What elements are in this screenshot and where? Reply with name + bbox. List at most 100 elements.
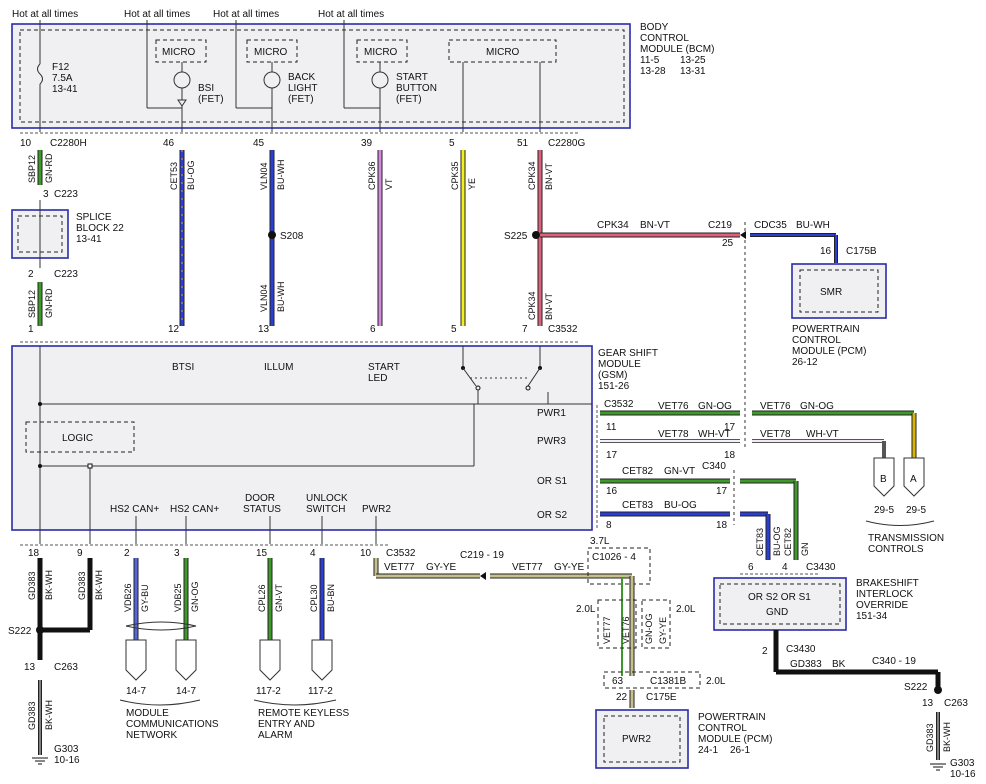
wire-circuit-label: CET82 <box>622 466 654 477</box>
pin-label: 5 <box>451 324 457 335</box>
rke-title: REMOTE KEYLESS <box>258 708 349 719</box>
gsm-label-switch: SWITCH <box>306 504 345 515</box>
wire-circuit-label: VET78 <box>760 429 791 440</box>
splice-s225-label: S225 <box>504 231 528 242</box>
wire-color-label: WH-VT <box>806 429 839 440</box>
pin-label: 39 <box>361 138 373 149</box>
pin-label: 2 <box>124 548 130 559</box>
network-connector-icon <box>125 639 147 681</box>
gsm-label-ors1: OR S1 <box>537 476 567 487</box>
twisted-pair-icon <box>125 621 197 631</box>
splice-s208-label: S208 <box>280 231 304 242</box>
bcm-ref: 13-31 <box>680 66 706 77</box>
connector-b-label: B <box>880 474 887 485</box>
micro-label-4: MICRO <box>486 47 520 58</box>
connector-label: C340 - 19 <box>872 656 916 667</box>
wire-pwr1: C3532 11 VET76 GN-OG 17 VET76 GN-OG <box>600 399 917 458</box>
connector-label: C175E <box>646 692 677 703</box>
bcm-title-3: MODULE (BCM) <box>640 44 714 55</box>
micro-box-3 <box>356 39 408 63</box>
brakeshift-box-line: GND <box>766 607 788 618</box>
fet-icon <box>147 62 191 132</box>
wire-circuit-label: CET82 <box>783 528 793 556</box>
pin-label: 25 <box>722 238 734 249</box>
wire-color-label: GY-YE <box>554 562 585 573</box>
pcm-ref: 26-1 <box>730 745 750 756</box>
connector-label: C2280H <box>50 138 87 149</box>
smr-title: POWERTRAIN <box>792 324 860 335</box>
pin-label: 6 <box>748 562 754 573</box>
gear-shift-module: GEAR SHIFT MODULE (GSM) 151-26 BTSI ILLU… <box>11 345 658 544</box>
pin-label: 2 <box>762 646 768 657</box>
pin-label: 11 <box>606 422 617 433</box>
pin-label: 16 <box>820 246 832 257</box>
pin-label: 15 <box>256 548 268 559</box>
pin-label: 22 <box>616 692 628 703</box>
micro-label-2: MICRO <box>254 47 288 58</box>
wire-color-label: BK-WH <box>44 700 54 730</box>
wire-circuit-label: CDC35 <box>754 220 787 231</box>
fet-backlight-label-3: (FET) <box>288 94 314 105</box>
pin-label: 17 <box>716 486 728 497</box>
network-connector-icon <box>175 639 197 681</box>
mcn-title: COMMUNICATIONS <box>126 719 219 730</box>
brakeshift-box-line: OR S2 OR S1 <box>748 592 811 603</box>
splice-dot <box>268 231 276 239</box>
engine-variant-label: 2.0L <box>676 604 696 615</box>
wire-color-label: GN-RD <box>44 288 54 318</box>
ref-label: 117-2 <box>256 686 281 697</box>
mcn-title: NETWORK <box>126 730 177 741</box>
pin-label: 16 <box>606 486 618 497</box>
pin-label: 10 <box>360 548 372 559</box>
wire-circuit-label: SBP12 <box>27 155 37 183</box>
hot-label-1: Hot at all times <box>12 9 78 20</box>
wire-pwr3: 17 VET78 WH-VT 18 VET78 WH-VT <box>600 429 886 461</box>
wire-ors1: 16 CET82 GN-VT C340 17 <box>600 461 799 560</box>
arrow-icon <box>740 231 746 239</box>
brakeshift-title: INTERLOCK <box>856 589 914 600</box>
bcm-module: Hot at all times Hot at all times Hot at… <box>11 9 714 132</box>
pin-label: 10 <box>20 138 32 149</box>
wire-color-label: GY-YE <box>426 562 457 573</box>
wire-circuit-label: CPL26 <box>257 584 267 612</box>
rke-connector-icon <box>259 639 281 681</box>
ground-ref: 10-16 <box>950 769 976 780</box>
connector-label: C263 <box>54 662 78 673</box>
wire-circuit-label: VET77 <box>602 616 612 644</box>
pin-label: 13 <box>24 662 36 673</box>
wire-color-label: GN-OG <box>698 401 732 412</box>
transmission-controls: B A 29-5 29-5 TRANSMISSION CONTROLS <box>865 457 944 555</box>
wire-circuit-label: CPL30 <box>309 584 319 612</box>
wire-sbp12-upper: SBP12 GN-RD <box>27 150 54 185</box>
engine-variant-label: 2.0L <box>706 676 726 687</box>
wire-circuit-label: VDB25 <box>173 583 183 612</box>
engine-variant-label: 2.0L <box>576 604 596 615</box>
pin-label: 12 <box>168 324 180 335</box>
connector-label: C3430 <box>806 562 836 573</box>
wire-circuit-label: VLN04 <box>259 284 269 312</box>
gsm-label-btsi: BTSI <box>172 362 194 373</box>
top-pin-labels: 10 46 45 39 5 51 C2280H C2280G <box>20 138 585 149</box>
pin-label: 3 <box>43 189 49 200</box>
wire-circuit-label: CET83 <box>622 500 654 511</box>
connector-label: C223 <box>54 189 78 200</box>
gsm-label-pwr2: PWR2 <box>362 504 391 515</box>
wire-color-label: BU-WH <box>796 220 830 231</box>
pin-label: 9 <box>77 548 83 559</box>
wire-cpk36: CPK36 VT <box>367 150 394 326</box>
connector-label: C3532 <box>604 399 634 410</box>
wire-color-label: BU-OG <box>664 500 697 511</box>
wire-color-label: BN-VT <box>640 220 670 231</box>
wire-color-label: BN-VT <box>544 292 554 320</box>
pin-label: 17 <box>606 450 618 461</box>
splice-block-title: 13-41 <box>76 234 102 245</box>
wire-circuit-label: CET83 <box>755 528 765 556</box>
wire-circuit-label: GD383 <box>27 701 37 730</box>
wire-circuit-label: VDB26 <box>123 583 133 612</box>
wire-circuit-label: CPK35 <box>450 161 460 190</box>
wire-color-label: BU-OG <box>186 160 196 190</box>
wire-color-label: BK-WH <box>44 570 54 600</box>
wire-circuit-label: VET76 <box>760 401 791 412</box>
pin-label: 18 <box>724 450 736 461</box>
pcm-pwr2-module: PWR2 POWERTRAIN CONTROL MODULE (PCM) 24-… <box>595 709 772 769</box>
